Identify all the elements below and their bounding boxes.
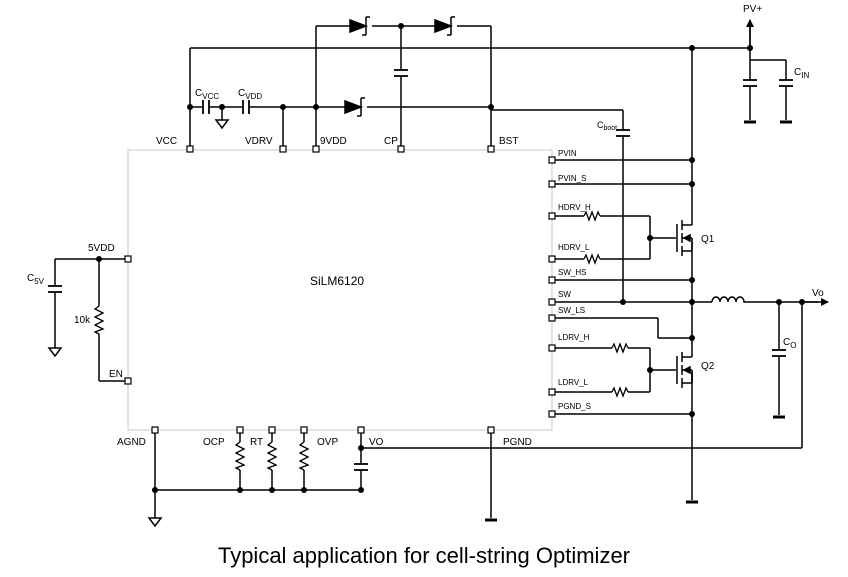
pin-label-sw: SW	[558, 290, 571, 299]
vo-capacitor	[354, 463, 368, 471]
figure-caption: Typical application for cell-string Opti…	[217, 543, 631, 568]
schematic-diagram: SiLM6120	[27, 4, 829, 528]
resistors	[93, 210, 629, 471]
pin-squares	[124, 145, 556, 434]
left-pin-labels: 5VDD EN	[88, 243, 123, 380]
wires	[54, 20, 818, 518]
cin-label: CIN	[794, 67, 809, 80]
mosfet-q1	[676, 220, 693, 256]
c5v-label: C5V	[27, 273, 45, 286]
ground-symbols	[47, 119, 792, 528]
cvcc-label: CVCC	[195, 88, 219, 101]
pin-label-en: EN	[109, 369, 123, 380]
pin-label-ovp: OVP	[317, 437, 338, 448]
pin-label-agnd: AGND	[117, 437, 146, 448]
pv-plus-label: PV+	[743, 4, 762, 15]
pin-label-vo: VO	[369, 437, 384, 448]
pin-label-ldrv-l: LDRV_L	[558, 378, 589, 387]
mosfet-q2	[676, 346, 693, 388]
pin-label-bst: BST	[499, 136, 518, 147]
pin-label-vdrv: VDRV	[245, 136, 273, 147]
r10k-label: 10k	[74, 315, 91, 326]
c5v-capacitor	[48, 285, 62, 293]
pin-label-pvin-s: PVIN_S	[558, 174, 586, 183]
inductor	[711, 296, 746, 303]
pin-label-9vdd: 9VDD	[320, 136, 347, 147]
cvcc-capacitor	[202, 100, 210, 114]
pin-label-vcc: VCC	[156, 136, 177, 147]
chip-body	[127, 149, 553, 431]
chip-name: SiLM6120	[310, 274, 364, 288]
diode-middle	[344, 97, 365, 117]
pin-label-sw-ls: SW_LS	[558, 306, 585, 315]
pin-label-ldrv-h: LDRV_H	[558, 333, 590, 342]
pin-label-ocp: OCP	[203, 437, 225, 448]
co-capacitor	[772, 349, 786, 357]
q1-label: Q1	[701, 234, 715, 245]
pin-label-pgnd: PGND	[503, 437, 532, 448]
vo-net-label: Vo	[812, 288, 824, 299]
top-pin-labels: VCC VDRV 9VDD CP BST	[156, 136, 518, 147]
diode-top-right	[434, 16, 455, 36]
cvdd-capacitor	[242, 100, 250, 114]
bottom-pin-labels: AGND OCP RT OVP VO PGND	[117, 437, 532, 448]
right-pin-labels: PVIN PVIN_S HDRV_H HDRV_L SW_HS SW SW_LS…	[558, 149, 591, 411]
pin-label-pvin: PVIN	[558, 149, 577, 158]
pin-label-hdrv-h: HDRV_H	[558, 203, 591, 212]
q2-label: Q2	[701, 361, 715, 372]
pin-label-cp: CP	[384, 136, 398, 147]
pin-label-pgnd-s: PGND_S	[558, 402, 591, 411]
co-label: CO	[783, 337, 796, 350]
pin-label-rt: RT	[250, 437, 263, 448]
pin-label-hdrv-l: HDRV_L	[558, 243, 590, 252]
pin-label-sw-hs: SW_HS	[558, 268, 586, 277]
cboot-capacitor	[616, 129, 630, 137]
cvdd-label: CVDD	[238, 88, 262, 101]
pin-label-5vdd: 5VDD	[88, 243, 115, 254]
cp-capacitor	[394, 69, 408, 77]
cin-capacitors	[743, 79, 793, 87]
diode-top-left	[349, 16, 370, 36]
junction-dots	[96, 23, 805, 493]
cboot-label: Cboot	[597, 120, 617, 132]
